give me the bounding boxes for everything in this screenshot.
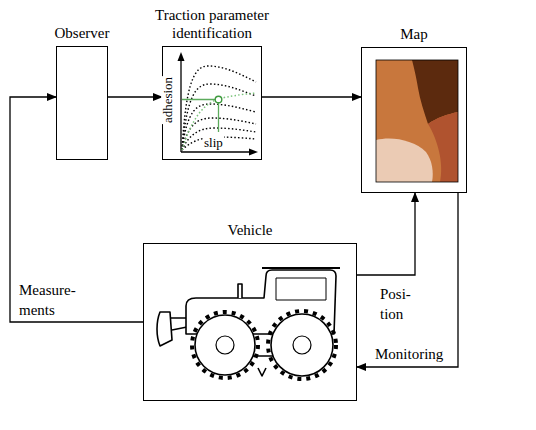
- measurements-arrow: [10, 97, 143, 322]
- monitoring-arrow: [357, 193, 458, 367]
- box-heading: Vehicle: [228, 221, 273, 239]
- edge-label: Posi- tion: [379, 284, 413, 324]
- flow-arrow: [262, 96, 361, 97]
- observer-box: Observer: [56, 46, 108, 160]
- edge-label: Monitoring: [374, 344, 444, 364]
- edge-label: Measure- ments: [18, 280, 82, 320]
- tractor-drawing: [157, 268, 340, 379]
- field-map: [376, 60, 458, 182]
- box-heading: Map: [400, 25, 428, 43]
- vehicle-box: Vehicle: [143, 243, 357, 401]
- axis-label: slip: [203, 136, 224, 150]
- axis-label: adhesion: [161, 76, 175, 124]
- map-box: Map: [361, 47, 467, 193]
- box-heading: Observer: [55, 24, 110, 42]
- box-heading: Traction parameter identification: [137, 6, 287, 42]
- adhesion-slip-plot: [178, 52, 259, 156]
- flow-arrow: [108, 96, 162, 97]
- position-arrow: [357, 193, 415, 275]
